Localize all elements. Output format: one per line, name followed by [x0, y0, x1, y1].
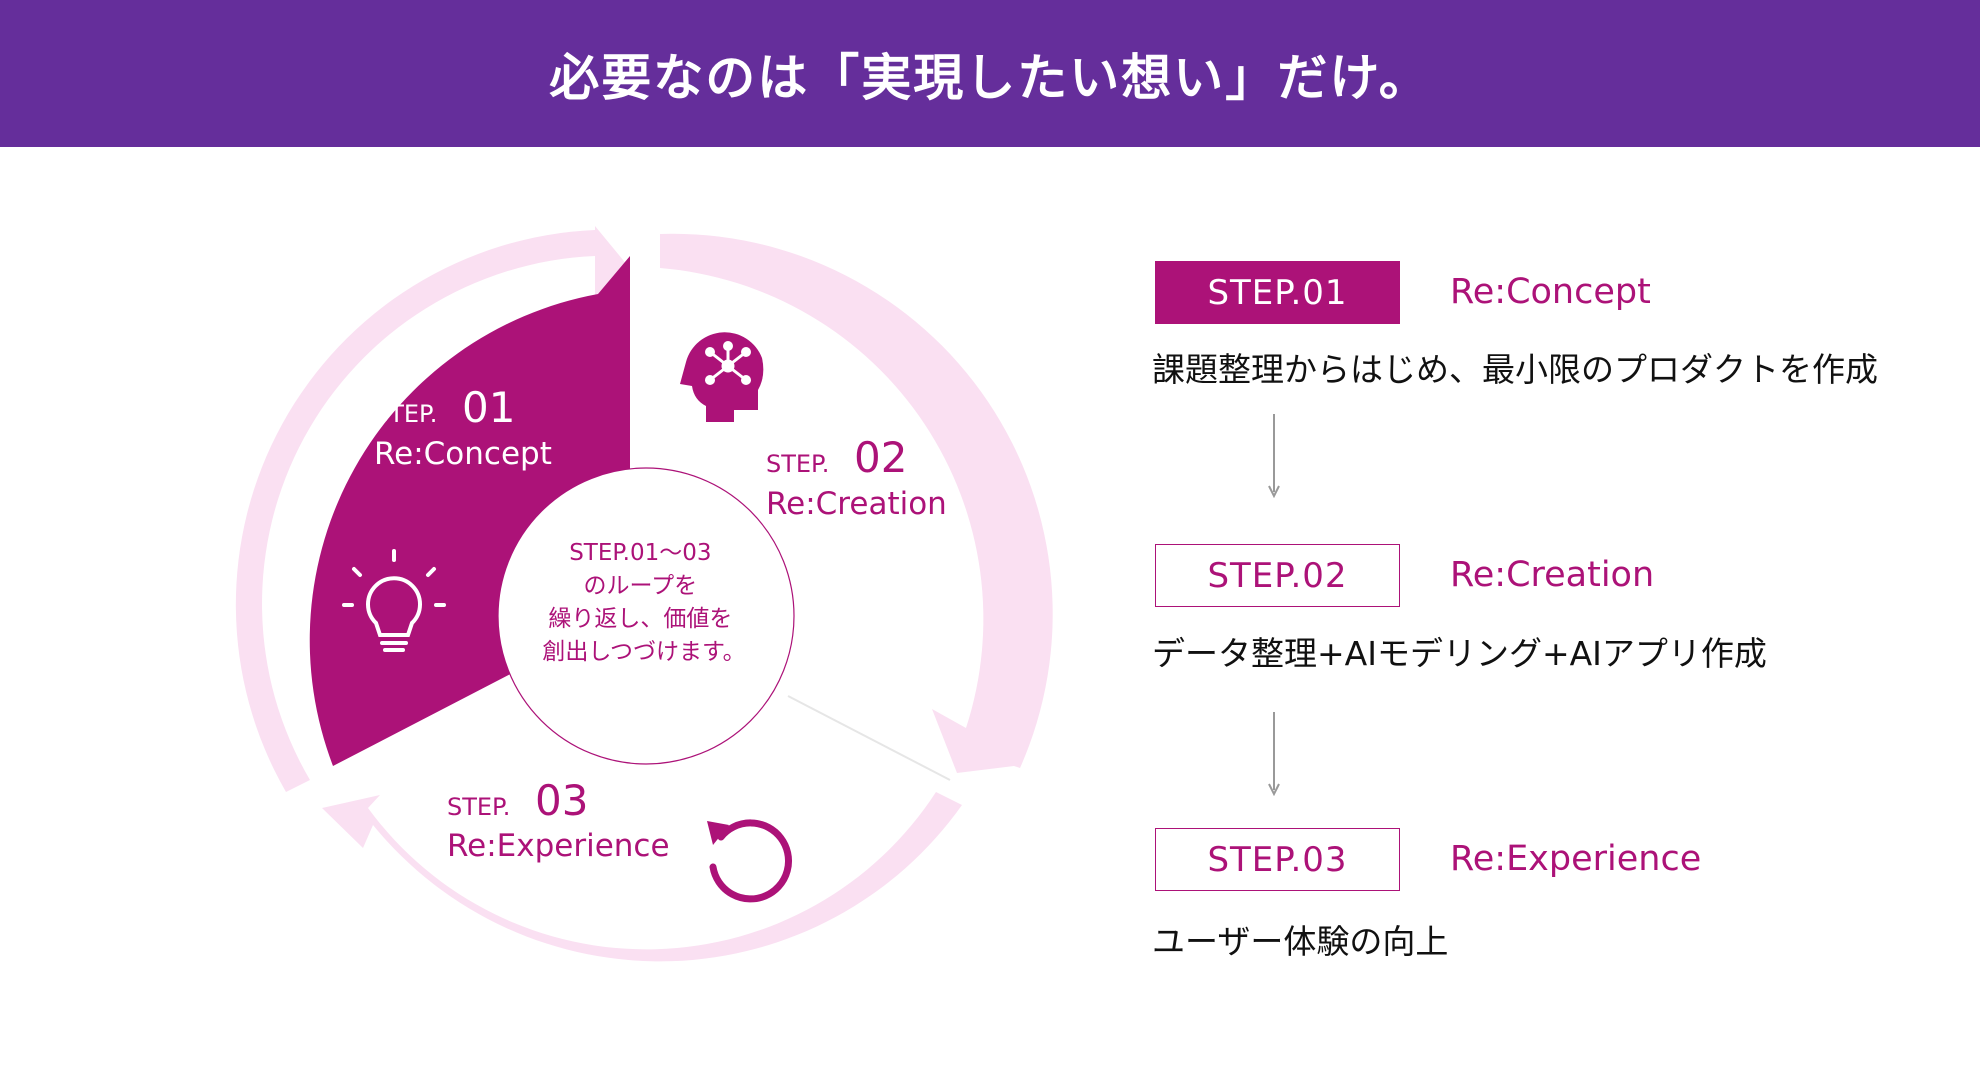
step01-number: 01	[462, 383, 515, 432]
step03-number: 03	[535, 776, 588, 825]
step02-name: Re:Creation	[766, 486, 947, 522]
center-text-line-3: 繰り返し、価値を	[548, 606, 732, 632]
step03-prefix: STEP.	[447, 793, 510, 821]
cycle-diagram: STEP.01～03 のループを 繰り返し、価値を 創出しつづけます。 STEP…	[235, 226, 1053, 962]
refresh-loop-icon	[707, 819, 792, 903]
ring-arrow-bottom	[322, 792, 962, 962]
ring-arrow-right	[660, 233, 1053, 773]
center-text-line-1: STEP.01～03	[569, 540, 711, 566]
step-01-description: 課題整理からはじめ、最小限のプロダクトを作成	[1152, 350, 1878, 389]
step-03-description: ユーザー体験の向上	[1152, 922, 1449, 961]
step02-number: 02	[854, 433, 907, 482]
step01-prefix: STEP.	[374, 400, 437, 428]
step02-prefix: STEP.	[766, 450, 829, 478]
step-02-badge: STEP.02	[1155, 544, 1400, 607]
down-arrow-2	[1268, 712, 1280, 796]
step-03-badge: STEP.03	[1155, 828, 1400, 891]
step-01-badge: STEP.01	[1155, 261, 1400, 324]
center-circle	[497, 467, 795, 765]
svg-text:STEP.01～03 のループを 繰り返し、: STEP.01～03 のループを 繰り返し、価値を 創出しつづけます。	[542, 540, 745, 665]
ring-arrow-top	[235, 226, 628, 792]
sector-divider	[787, 695, 951, 781]
svg-text:STEP. 03: STEP. 03	[447, 776, 588, 825]
step-02-description: データ整理+AIモデリング+AIアプリ作成	[1152, 634, 1767, 673]
header-banner: 必要なのは「実現したい想い」だけ。	[0, 0, 1980, 147]
step01-name: Re:Concept	[374, 436, 552, 472]
page-title: 必要なのは「実現したい想い」だけ。	[549, 48, 1431, 107]
center-text-line-2: のループを	[584, 573, 698, 599]
brain-network-icon	[680, 332, 764, 422]
lightbulb-icon	[342, 549, 446, 652]
step-03-title: Re:Experience	[1450, 839, 1702, 879]
center-text-line-4: 創出しつづけます。	[542, 639, 745, 665]
down-arrow-1	[1268, 414, 1280, 498]
step03-name: Re:Experience	[447, 828, 670, 864]
svg-text:STEP. 02: STEP. 02	[766, 433, 907, 482]
svg-text:STEP. 01: STEP. 01	[374, 383, 515, 432]
step-02-title: Re:Creation	[1450, 555, 1655, 595]
step-01-title: Re:Concept	[1450, 272, 1651, 312]
